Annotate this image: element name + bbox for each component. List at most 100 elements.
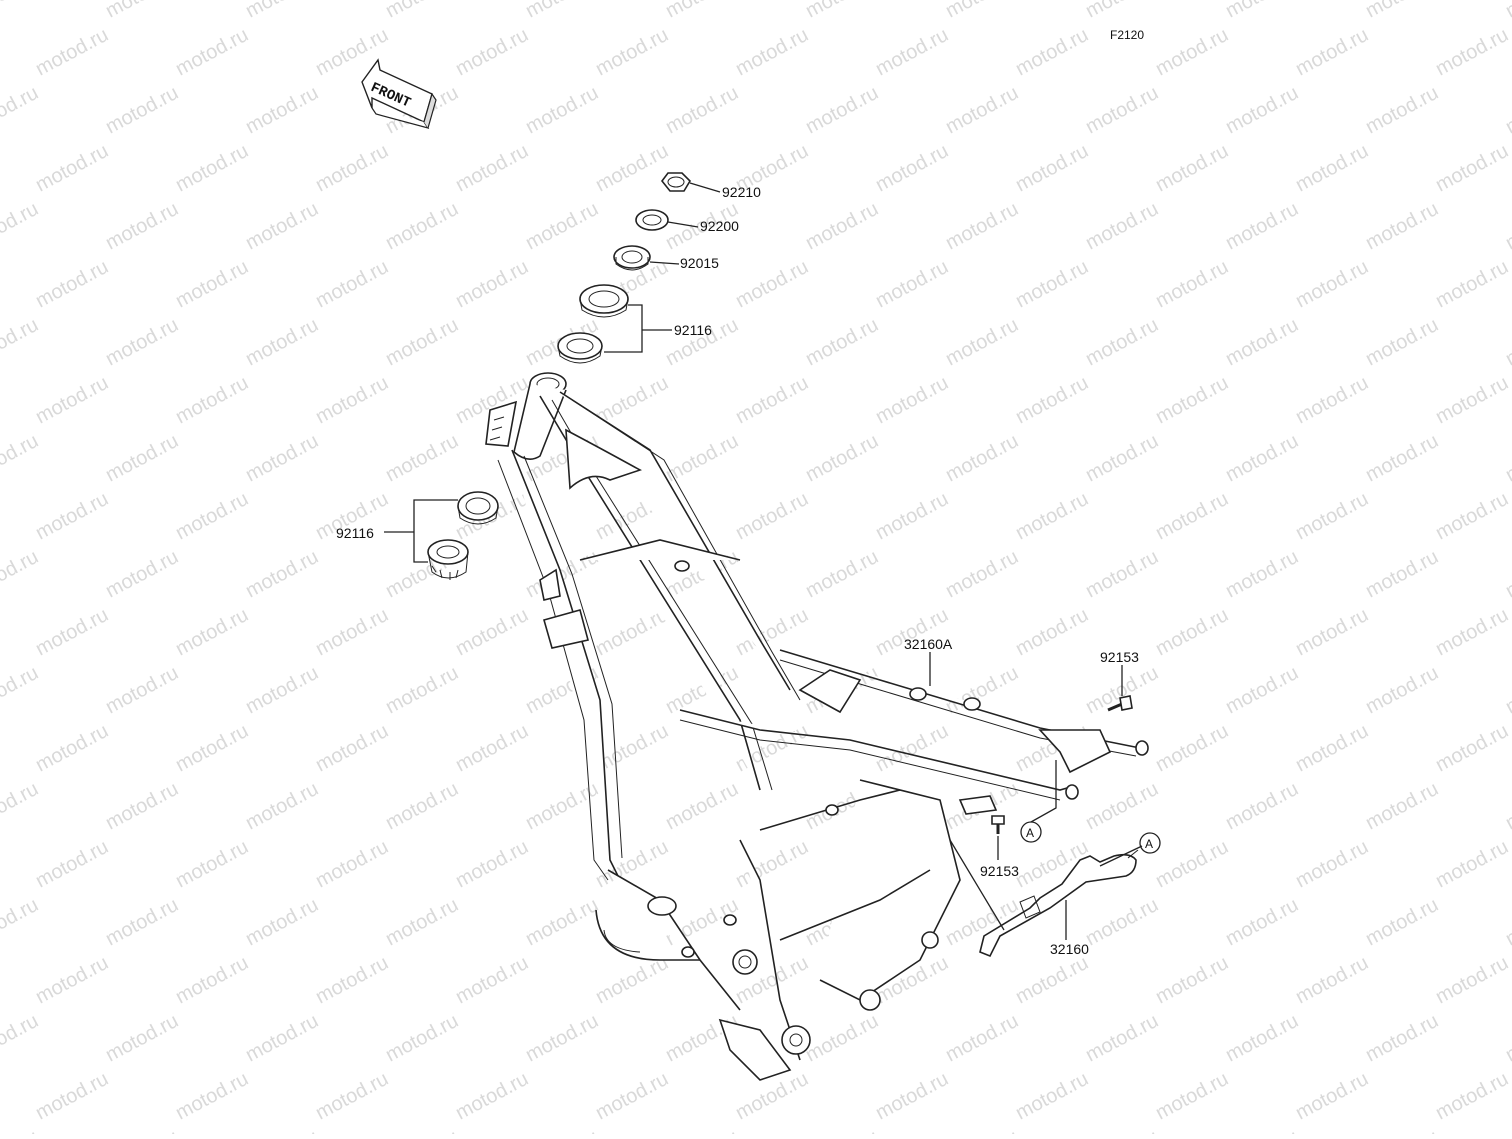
part-92116-lower [384, 491, 499, 580]
watermark-text: motod.ru [1362, 430, 1442, 486]
watermark-text: motod.ru [1362, 778, 1442, 834]
watermark-text: motod.ru [732, 24, 812, 80]
watermark-text: motod.ru [312, 1068, 392, 1124]
part-label-92015: 92015 [680, 255, 719, 271]
figure-code: F2120 [1110, 28, 1144, 42]
watermark-text: motod.ru [872, 24, 952, 80]
watermark-text: motod.ru [662, 0, 742, 22]
part-label-32160: 32160 [1050, 941, 1089, 957]
watermark-text: motod.ru [522, 1010, 602, 1066]
watermark-text: motod.ru [1012, 952, 1092, 1008]
watermark-text: motod.ru [1432, 604, 1512, 660]
watermark-text: motod.ru [802, 546, 882, 602]
watermark-text: motod.ru [312, 256, 392, 312]
watermark-text: motod.ru [1082, 894, 1162, 950]
watermark-text: motod.ru [0, 1126, 42, 1134]
watermark-text: motod.ru [1222, 0, 1302, 22]
part-label-92116-lower: 92116 [336, 525, 374, 541]
watermark-text: motod.ru [382, 778, 462, 834]
watermark-text: motod.ru [452, 836, 532, 892]
watermark-text: motod.ru [1152, 488, 1232, 544]
watermark-text: motod.ru [522, 82, 602, 138]
watermark-text: motod.ru [1292, 256, 1372, 312]
watermark-text: motod.ru [1152, 140, 1232, 196]
watermark-text: motod.ru [1082, 430, 1162, 486]
watermark-text: motod.ru [1292, 140, 1372, 196]
watermark-text: motod.ru [242, 314, 322, 370]
watermark-text: motod.ru [1362, 314, 1442, 370]
watermark-text: motod.ru [1012, 488, 1092, 544]
watermark-text: motod.ru [1222, 894, 1302, 950]
watermark-text: motod.ru [242, 1010, 322, 1066]
watermark-text: motod.ru [1502, 546, 1512, 602]
watermark-text: motod.ru [382, 1126, 462, 1134]
watermark-text: motod.ru [1502, 662, 1512, 718]
watermark-text: motod.ru [1152, 720, 1232, 776]
watermark-text: motod.ru [732, 488, 812, 544]
watermark-text: motod.ru [1292, 836, 1372, 892]
part-label-92153-mid: 92153 [980, 863, 1019, 879]
watermark-text: motod.ru [732, 256, 812, 312]
reference-line [949, 839, 1005, 931]
watermark-text: motod.ru [32, 256, 112, 312]
watermark-text: motod.ru [1432, 952, 1512, 1008]
watermark-text: motod.ru [172, 720, 252, 776]
watermark-text: motod.ru [872, 256, 952, 312]
watermark-text: motod.ru [382, 0, 462, 22]
watermark-text: motod.ru [172, 836, 252, 892]
watermark-text: motod.ru [172, 1068, 252, 1124]
watermark-text: motod.ru [0, 82, 42, 138]
watermark-text: motod.ru [802, 1010, 882, 1066]
watermark-text: motod.ru [242, 82, 322, 138]
part-92153-mid [991, 815, 1005, 860]
watermark-text: motod.ru [382, 1010, 462, 1066]
watermark-text: motod.ru [242, 1126, 322, 1134]
watermark-text: motod.ru [452, 720, 532, 776]
watermark-text: motod.ru [1432, 836, 1512, 892]
watermark-text: motod.ru [1292, 720, 1372, 776]
part-32160 [979, 845, 1143, 958]
watermark-text: motod.ru [1292, 604, 1372, 660]
watermark-text: motod.ru [592, 604, 672, 660]
watermark-text: motod.ru [1222, 430, 1302, 486]
watermark-text: motod.ru [172, 952, 252, 1008]
watermark-text: motod.ru [1362, 82, 1442, 138]
watermark-text: motod.ru [942, 1126, 1022, 1134]
watermark-text: motod.ru [1082, 778, 1162, 834]
watermark-text: motod.ru [1432, 140, 1512, 196]
watermark-text: motod.ru [452, 140, 532, 196]
watermark-text: motod.ru [242, 430, 322, 486]
watermark-text: motod.ru [1432, 720, 1512, 776]
watermark-text: motod.ru [1222, 546, 1302, 602]
watermark-text: motod.ru [1362, 1126, 1442, 1134]
watermark-text: motod.ru [522, 1126, 602, 1134]
watermark-text: motod.ru [0, 430, 42, 486]
watermark-text: motod.ru [1432, 372, 1512, 428]
watermark-text: motod.ru [1432, 24, 1512, 80]
watermark-text: motod.ru [1502, 430, 1512, 486]
watermark-text: motod.ru [1082, 198, 1162, 254]
watermark-text: motod.ru [942, 314, 1022, 370]
watermark-text: motod.ru [32, 24, 112, 80]
watermark-text: motod.ru [1502, 1010, 1512, 1066]
watermark-text: motod.ru [1502, 314, 1512, 370]
watermark-text: motod.ru [102, 0, 182, 22]
part-92153-top [1107, 665, 1133, 712]
watermark-text: motod.ru [102, 430, 182, 486]
watermark-text: motod.ru [1432, 1068, 1512, 1124]
watermark-text: motod.ru [32, 604, 112, 660]
part-label-92116-upper: 92116 [674, 322, 712, 338]
watermark-text: motod.ru [1502, 1126, 1512, 1134]
watermark-text: motod.ru [172, 488, 252, 544]
watermark-text: motod.ru [1152, 1068, 1232, 1124]
watermark-text: motod.ru [662, 1126, 742, 1134]
watermark-text: motod.ru [0, 314, 42, 370]
watermark-text: motod.ru [452, 604, 532, 660]
watermark-text: motod.ru [1222, 198, 1302, 254]
watermark-text: motod.ru [802, 0, 882, 22]
watermark-text: motod.ru [1222, 1010, 1302, 1066]
watermark-text: motod.ru [102, 546, 182, 602]
watermark-text: motod.ru [1362, 662, 1442, 718]
watermark-text: motod.ru [1152, 604, 1232, 660]
watermark-text: motod.ru [592, 24, 672, 80]
